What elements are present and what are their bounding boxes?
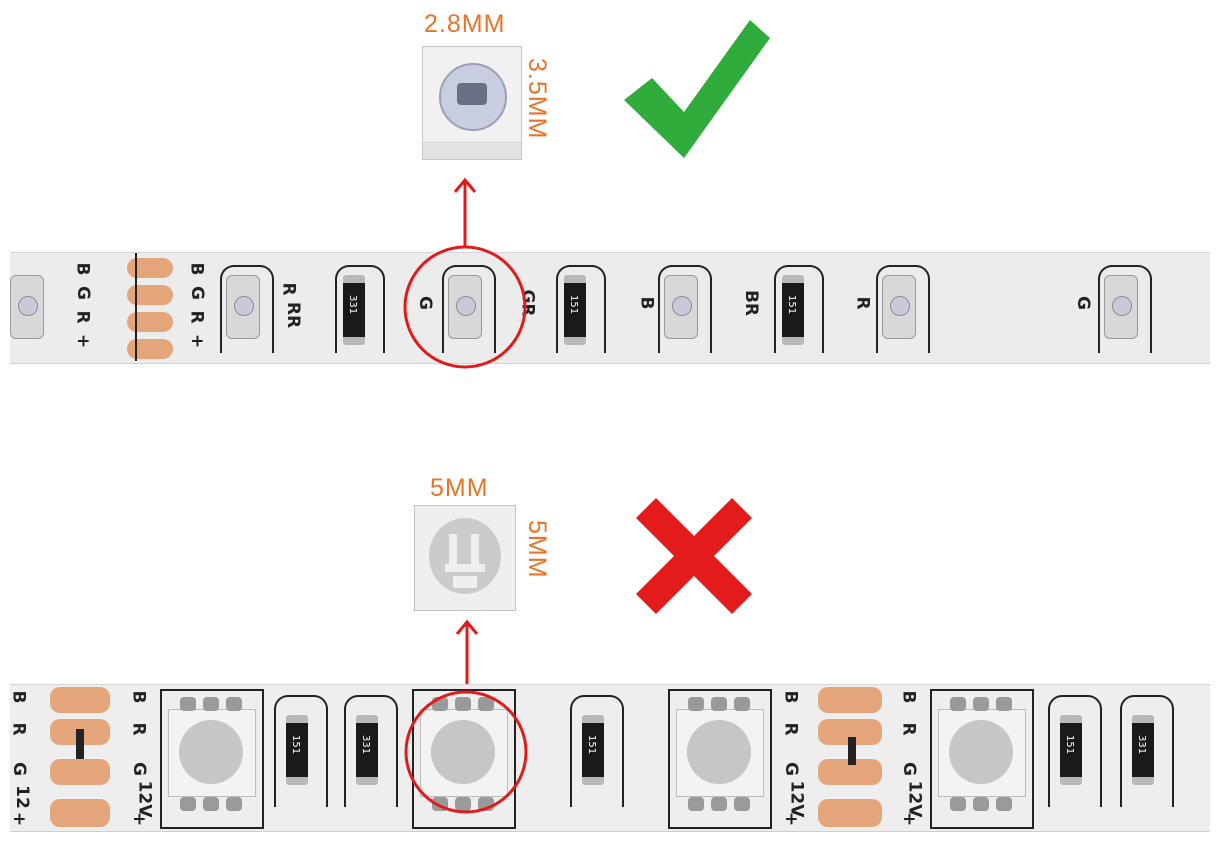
bottom-led-strip: B R G 12 + B R G 12V + 151 331 151 B R G… (8, 684, 1210, 832)
top-led-strip: B G R + B G R + R RR 331 G GR 151 B BR 1… (10, 252, 1210, 364)
pad-label: + (73, 333, 94, 349)
pad-label: + (781, 811, 802, 827)
pad-label: B (780, 690, 801, 704)
resistor: 151 (564, 275, 586, 345)
pad-label: B (898, 690, 919, 704)
segment-label: BR (741, 289, 762, 317)
pad-label: R (780, 722, 801, 736)
resistor: 151 (582, 715, 604, 785)
up-arrow-top (453, 177, 477, 248)
pad-label: G (72, 286, 93, 300)
resistor: 151 (1060, 715, 1082, 785)
segment-label: G (1072, 296, 1093, 310)
bad-led-height-label: 5MM (523, 520, 551, 579)
check-icon (624, 20, 770, 158)
pad-label: R (186, 310, 207, 324)
pad-label: G (898, 762, 919, 776)
resistor: 331 (356, 715, 378, 785)
pad-label: + (187, 333, 208, 349)
highlight-circle-bottom (404, 690, 528, 814)
pad-label: G (128, 762, 149, 776)
good-led-height-label: 3.5MM (523, 58, 551, 140)
pad-label: B (128, 690, 149, 704)
pad-label: B (72, 262, 93, 276)
highlight-circle-top (403, 245, 527, 369)
up-arrow-bottom (455, 619, 479, 694)
pad-label: G (780, 762, 801, 776)
good-led-chip (422, 46, 522, 160)
pad-label: + (899, 811, 920, 827)
resistor: 151 (286, 715, 308, 785)
pad-label: G (186, 286, 207, 300)
good-led-width-label: 2.8MM (424, 10, 506, 38)
segment-label: R (278, 282, 299, 296)
segment-label: R (852, 296, 873, 310)
bad-led-width-label: 5MM (430, 474, 489, 502)
pad-label: + (9, 811, 30, 827)
resistor: 331 (1132, 715, 1154, 785)
pad-label: + (129, 811, 150, 827)
pad-label: B (8, 690, 29, 704)
bad-led-chip (414, 505, 516, 611)
cross-icon (636, 498, 752, 614)
pad-label: R (8, 722, 29, 736)
resistor: 151 (782, 275, 804, 345)
resistor: 331 (343, 275, 365, 345)
segment-label: B (636, 296, 657, 310)
pad-label: B (186, 262, 207, 276)
pad-label: 12 (11, 785, 32, 809)
pad-label: G (8, 762, 29, 776)
pad-label: R (72, 310, 93, 324)
pad-label: R (128, 722, 149, 736)
segment-label: RR (283, 301, 304, 329)
pad-label: R (898, 722, 919, 736)
